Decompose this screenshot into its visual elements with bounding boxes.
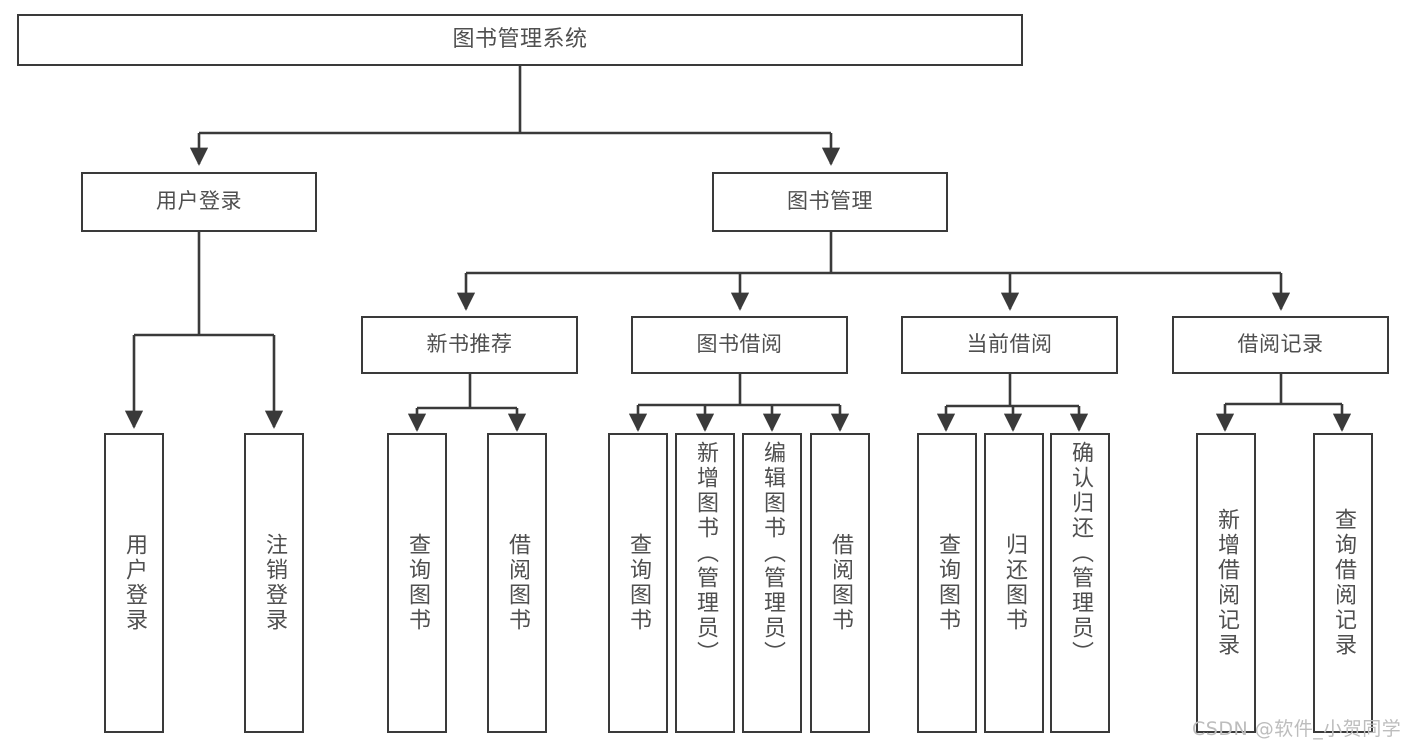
- node-label: 新书推荐: [426, 332, 513, 357]
- node-label: 图书借阅: [696, 332, 783, 357]
- leaf-borrow-book-1[interactable]: 借阅图书: [487, 433, 547, 733]
- node-book-manage[interactable]: 图书管理: [712, 172, 948, 232]
- node-book-borrow[interactable]: 图书借阅: [631, 316, 848, 374]
- node-label: 图书管理: [787, 189, 873, 214]
- node-label: 查询图书: [405, 533, 430, 633]
- leaf-add-book[interactable]: 新增图书（管理员）: [675, 433, 735, 733]
- node-label: 查询图书: [935, 533, 960, 633]
- leaf-query-book-1[interactable]: 查询图书: [387, 433, 447, 733]
- node-label: 查询借阅记录: [1331, 508, 1356, 658]
- node-label: 确认归还（管理员）: [1068, 441, 1093, 666]
- node-label: 新增借阅记录: [1214, 508, 1239, 658]
- node-label: 当前借阅: [966, 332, 1053, 357]
- leaf-confirm-return[interactable]: 确认归还（管理员）: [1050, 433, 1110, 733]
- node-label: 查询图书: [626, 533, 651, 633]
- leaf-borrow-book-2[interactable]: 借阅图书: [810, 433, 870, 733]
- node-label: 图书管理系统: [452, 26, 588, 52]
- leaf-edit-book[interactable]: 编辑图书（管理员）: [742, 433, 802, 733]
- node-label: 用户登录: [156, 189, 242, 214]
- node-label: 归还图书: [1002, 533, 1027, 633]
- csdn-watermark: CSDN @软件_小贺同学: [1192, 718, 1402, 740]
- node-borrow-record[interactable]: 借阅记录: [1172, 316, 1389, 374]
- leaf-query-book-3[interactable]: 查询图书: [917, 433, 977, 733]
- leaf-query-record[interactable]: 查询借阅记录: [1313, 433, 1373, 733]
- node-label: 借阅记录: [1237, 332, 1324, 357]
- node-label: 借阅图书: [828, 533, 853, 633]
- node-label: 注销登录: [262, 533, 287, 633]
- node-label: 借阅图书: [505, 533, 530, 633]
- node-current-borrow[interactable]: 当前借阅: [901, 316, 1118, 374]
- leaf-user-login[interactable]: 用户登录: [104, 433, 164, 733]
- leaf-query-book-2[interactable]: 查询图书: [608, 433, 668, 733]
- leaf-return-book[interactable]: 归还图书: [984, 433, 1044, 733]
- node-label: 编辑图书（管理员）: [760, 441, 785, 666]
- leaf-logout[interactable]: 注销登录: [244, 433, 304, 733]
- node-new-book-recommend[interactable]: 新书推荐: [361, 316, 578, 374]
- node-user-login[interactable]: 用户登录: [81, 172, 317, 232]
- node-root-system[interactable]: 图书管理系统: [17, 14, 1023, 66]
- node-label: 用户登录: [122, 533, 147, 633]
- node-label: 新增图书（管理员）: [693, 441, 718, 666]
- leaf-add-record[interactable]: 新增借阅记录: [1196, 433, 1256, 733]
